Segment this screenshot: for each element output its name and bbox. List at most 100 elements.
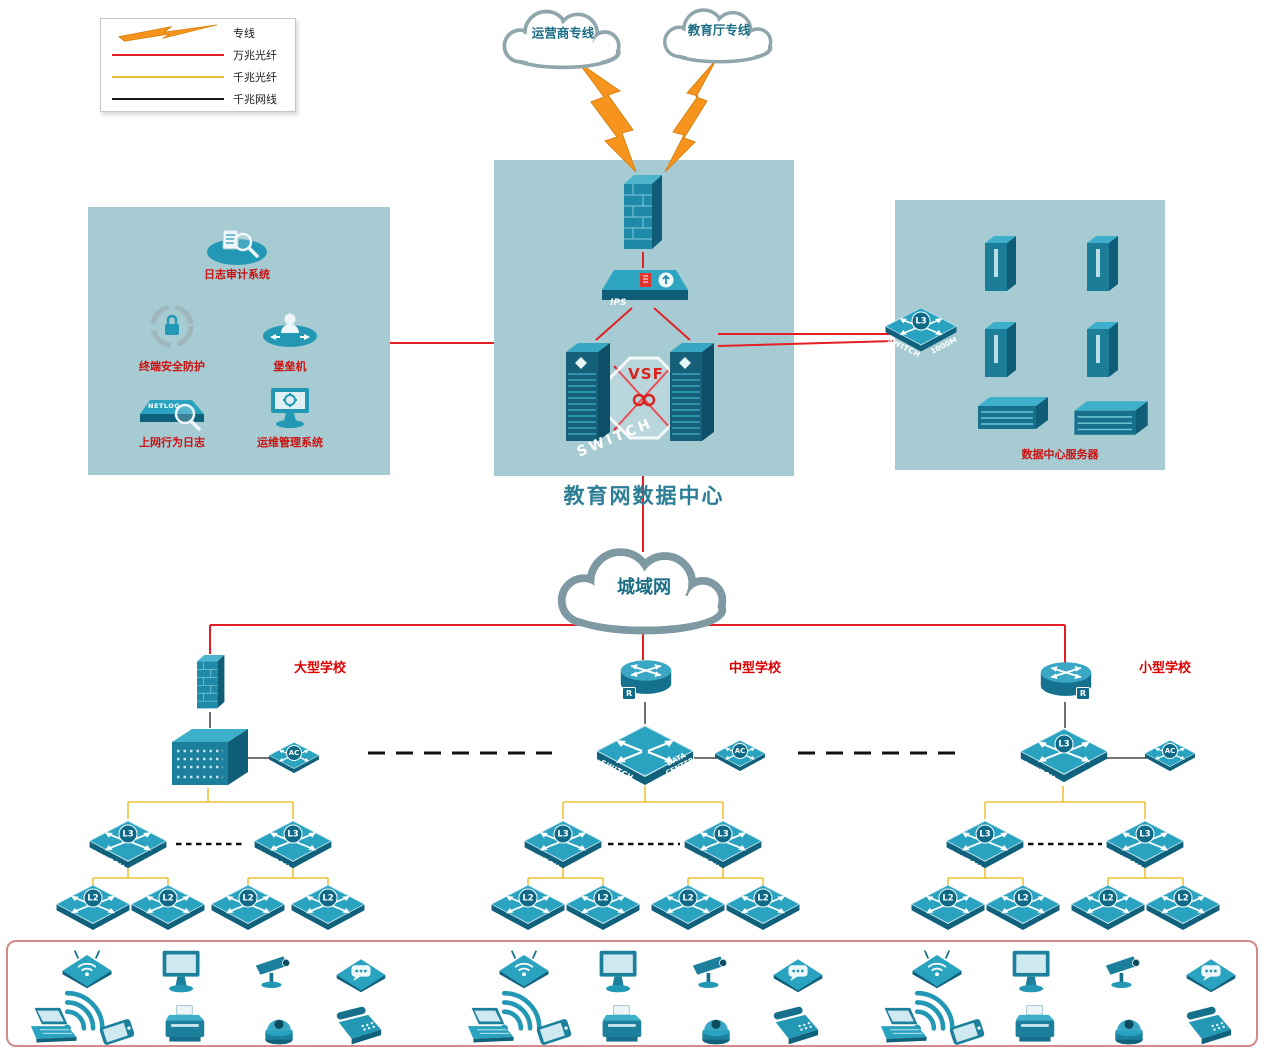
l3-badge: L3	[1135, 824, 1155, 844]
l2-switch: L2 SWITCH 1000M	[565, 881, 641, 936]
server-tower-icon	[1084, 318, 1122, 380]
laptop-icon	[872, 1006, 930, 1048]
large-school-gateway	[188, 650, 232, 712]
desk-phone-icon	[767, 1002, 825, 1048]
legend-row-1g-cable: 千兆网线	[101, 88, 295, 110]
rack-server-icon	[974, 392, 1050, 434]
log-audit-label: 日志审计系统	[204, 268, 270, 281]
red-line-icon	[109, 54, 227, 56]
legend-row-10g: 万兆光纤	[101, 44, 295, 66]
edge-devices-frame	[6, 940, 1258, 1047]
l2-badge: L2	[678, 888, 698, 908]
small-school-router: R	[1038, 658, 1094, 702]
stack-link-icon	[632, 393, 656, 407]
router-badge: R	[622, 687, 637, 700]
l3-badge: L3	[713, 824, 733, 844]
operator-line-cloud: 运营商专线	[487, 5, 639, 72]
edge-device-group	[18, 942, 428, 1048]
ops-management-label: 运维管理系统	[257, 436, 323, 449]
terminal-security-label: 终端安全防护	[139, 360, 205, 373]
education-line-cloud: 教育厅专线	[642, 4, 796, 66]
large-school-ac-controller: AC	[268, 740, 320, 776]
l3-switch: L3 SWITCH 1000M	[945, 817, 1025, 873]
l2-switch: L2 SWITCH 1000M	[650, 881, 726, 936]
printer-icon	[1008, 1002, 1060, 1048]
large-school-core-switch	[166, 724, 252, 790]
l3-badge: L3	[118, 824, 138, 844]
bastion-host-label: 堡垒机	[273, 360, 307, 373]
desk-phone-icon	[1180, 1002, 1238, 1048]
l2-badge: L2	[238, 888, 258, 908]
monitor-icon	[1006, 948, 1058, 996]
ips-label: IPS	[610, 298, 627, 308]
small-school-label: 小型学校	[1138, 661, 1191, 676]
l2-badge: L2	[593, 888, 613, 908]
dome-camera-icon	[1106, 1006, 1152, 1048]
l3-badge: L3	[975, 824, 995, 844]
ac-badge: AC	[1162, 743, 1178, 759]
medium-school-router: R	[618, 654, 674, 702]
l2-switch: L2 SWITCH 1000M	[490, 881, 566, 936]
dome-camera-icon	[256, 1006, 302, 1048]
monitor-icon	[593, 948, 645, 996]
ips-device: IPS	[602, 264, 688, 312]
laptop-icon	[22, 1006, 80, 1048]
smartphone-icon	[942, 1016, 992, 1048]
l3-switch: L3 SWITCH 1000M	[523, 817, 603, 873]
server-tower-icon	[982, 318, 1020, 380]
l2-switch: L2 SWITCH 1000M	[130, 881, 206, 936]
netlog-label: 上网行为日志	[139, 436, 205, 449]
legend-label: 千兆网线	[233, 93, 277, 106]
l3-badge: L3	[283, 824, 303, 844]
server-tower-icon	[1084, 232, 1122, 294]
smartphone-icon	[529, 1016, 579, 1048]
legend-row-dedicated: 专线	[101, 22, 295, 44]
printer-icon	[595, 1002, 647, 1048]
l2-badge: L2	[158, 888, 178, 908]
lightning-icon	[109, 23, 227, 43]
small-school-ac-controller: AC	[1144, 738, 1196, 774]
man-cloud: 城域网	[535, 543, 753, 637]
medium-school-label: 中型学校	[728, 661, 781, 676]
smartphone-icon	[92, 1016, 142, 1048]
legend-row-1g-fiber: 千兆光纤	[101, 66, 295, 88]
large-school-label: 大型学校	[293, 661, 346, 676]
l2-switch: L2 SWITCH 1000M	[210, 881, 286, 936]
vsf-label: VSF	[628, 365, 664, 383]
core-switch-server-right	[666, 336, 718, 444]
chat-icon	[334, 954, 388, 994]
ip-camera-icon	[687, 950, 739, 994]
cloud-label: 教育厅专线	[687, 22, 751, 38]
desk-phone-icon	[330, 1002, 388, 1048]
legend-label: 千兆光纤	[233, 71, 277, 84]
legend-label: 专线	[233, 27, 255, 40]
datacenter-title: 教育网数据中心	[563, 483, 725, 508]
l2-switch: L2 SWITCH 1000M	[290, 881, 366, 936]
l2-switch: L2 SWITCH 1000M	[985, 881, 1061, 936]
ip-camera-icon	[1100, 950, 1152, 994]
log-audit-icon	[207, 229, 267, 265]
l2-badge: L2	[1173, 888, 1193, 908]
l2-badge: L2	[518, 888, 538, 908]
ops-management-icon	[271, 388, 309, 428]
router-badge: R	[1075, 687, 1090, 700]
bastion-host-icon	[263, 313, 317, 347]
l3-switch: L3 SWITCH 1000M	[253, 817, 333, 873]
monitor-icon	[156, 948, 208, 996]
l2-badge: L2	[1013, 888, 1033, 908]
black-line-icon	[109, 98, 227, 100]
l2-badge: L2	[83, 888, 103, 908]
laptop-icon	[459, 1006, 517, 1048]
l2-switch: L2 SWITCH 1000M	[55, 881, 131, 936]
l3-badge: L3	[1054, 734, 1074, 754]
l2-badge: L2	[938, 888, 958, 908]
dome-camera-icon	[693, 1006, 739, 1048]
ip-camera-icon	[250, 950, 302, 994]
ac-badge: AC	[286, 745, 302, 761]
core-firewall	[618, 168, 666, 254]
edge-device-group	[455, 942, 865, 1048]
core-switch-server-left	[562, 336, 614, 444]
l3-switch: L3 SWITCH 1000M	[88, 817, 168, 873]
